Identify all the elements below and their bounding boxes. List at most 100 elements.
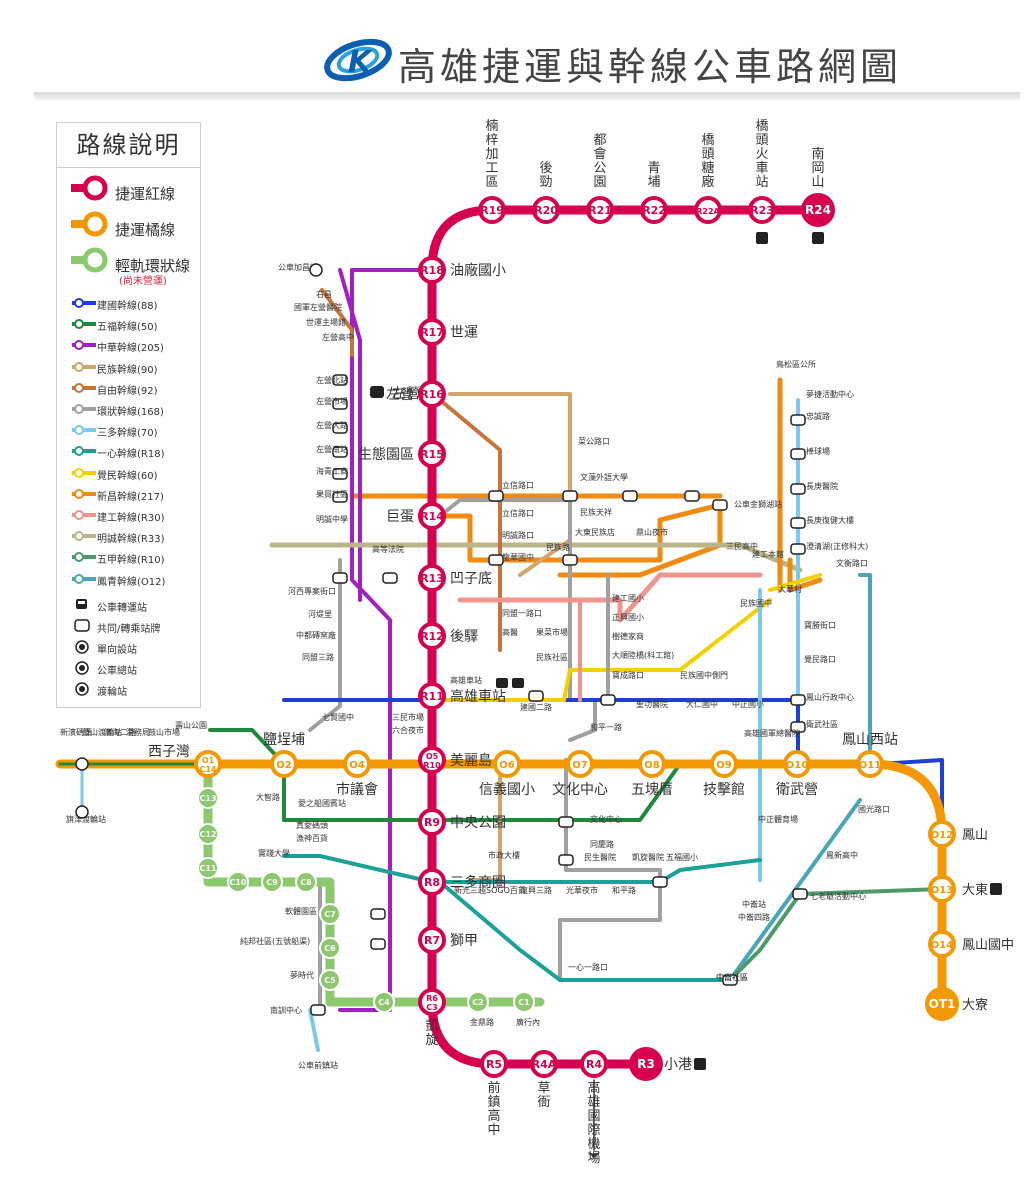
legend-bus-swatch — [72, 531, 96, 542]
vertical-label-char: 糖 — [701, 160, 714, 176]
orange-station-code: OT1 — [929, 997, 956, 1011]
lrt-station-code: C8 — [300, 878, 312, 887]
street-label: 建國二路 — [520, 702, 552, 712]
red-station-name: 巨蛋 — [386, 509, 414, 525]
shared-stop-icon — [332, 398, 348, 410]
bus-route-70-depot — [308, 1008, 320, 1052]
place-label: 大東民族店 — [575, 527, 615, 537]
place-label: 市政大樓 — [488, 850, 520, 860]
place-label: 鼓山渡輪站 — [82, 727, 122, 737]
shared-stop-icon — [790, 483, 806, 495]
place-label: 中正國小 — [732, 699, 764, 709]
lrt-station-code: C6 — [324, 944, 336, 953]
legend-bus-swatch — [72, 425, 96, 436]
red-station-17 — [418, 868, 446, 896]
orange-station-name: 文化中心 — [552, 782, 608, 798]
orange-station-code: O2 — [276, 760, 292, 771]
place-label: 凱旋醫院 — [632, 852, 664, 862]
lrt-station-code: C1 — [518, 998, 530, 1007]
vertical-label-char: 鎮 — [487, 1094, 500, 1110]
red-station-code: R22 — [642, 204, 666, 217]
orange-station-8 — [856, 750, 884, 778]
header-divider — [34, 92, 1020, 100]
vertical-label-char: 草 — [537, 1081, 550, 1096]
legend-bus-swatch — [72, 382, 96, 393]
place-label: 壽山公園 — [175, 720, 207, 730]
shared-stop-icon — [652, 876, 668, 888]
lrt-station-code: C2 — [472, 998, 483, 1007]
orange-station-code: O14 — [931, 940, 953, 951]
legend-panel: 路線說明 捷運紅線捷運橘線輕軌環狀線(尚未營運)建國幹線(88)五福幹線(50)… — [56, 122, 201, 708]
place-label: 左營市場 — [316, 396, 348, 406]
place-label: 長庚醫院 — [806, 481, 838, 491]
red-station-9 — [418, 380, 446, 408]
shared-stop-icon — [792, 888, 808, 900]
place-label: 民族國中 — [740, 598, 772, 608]
lrt-station-5 — [295, 871, 317, 893]
shared-stop-icon — [684, 490, 700, 502]
legend-major-label: 輕軌環狀線 — [115, 257, 191, 275]
hsr-station-label: 左營 — [392, 386, 420, 402]
red-station-name: 三多商圈 — [450, 874, 506, 891]
shared-stop-icon — [382, 572, 398, 584]
red-station-code: R14 — [420, 510, 444, 523]
vertical-label-char: 會 — [593, 147, 606, 162]
place-label: 和平一路 — [590, 722, 622, 732]
lrt-station-8 — [319, 969, 341, 991]
place-label: 大智路 — [256, 792, 280, 802]
place-label: 建工國小 — [612, 593, 644, 603]
place-label: 中崙站 — [742, 899, 766, 909]
place-label: 文化中心 — [590, 814, 622, 824]
lrt-station-2 — [197, 857, 219, 879]
place-label: 同盟三路 — [302, 652, 334, 662]
orange-station-7 — [783, 750, 811, 778]
orange-station-name: 西子灣 — [148, 744, 190, 760]
legend-symbol-label: 公車轉運站 — [97, 603, 147, 614]
place-label: 漁神百貨 — [296, 833, 328, 843]
vertical-label-char: 工 — [485, 161, 498, 176]
legend-major-label: 捷運橘線 — [115, 221, 176, 239]
street-label: 高醫 — [502, 627, 518, 637]
orange-station-10 — [928, 875, 956, 903]
one-way-stop-icon — [75, 640, 89, 654]
red-station-12 — [418, 564, 446, 592]
vertical-label-char: 後 — [539, 161, 552, 176]
orange-station-name: 大寮 — [962, 997, 988, 1013]
legend-symbol-label: 渡輪站 — [97, 687, 127, 698]
red-station-name: 後勁 — [539, 161, 552, 190]
shared-stop-icon — [558, 816, 574, 828]
street-label: 立信路口 — [502, 508, 534, 518]
lrt-station-code: C9 — [266, 878, 278, 887]
lrt-station-11 — [513, 991, 535, 1013]
place-label: 忠誠路 — [806, 411, 830, 421]
page-title: 高雄捷運與幹線公車路網圖 — [398, 45, 903, 89]
place-label: 覺民路口 — [804, 654, 836, 664]
red-station-code: R24 — [805, 203, 831, 217]
place-label: 菜公路口 — [578, 436, 610, 446]
red-station-code: R8 — [424, 876, 440, 889]
red-station-code: R4A — [532, 1058, 557, 1071]
orange-station-0 — [194, 750, 222, 778]
hsr-train-icon — [370, 386, 384, 398]
vertical-label-char: 中 — [487, 1123, 500, 1138]
place-label: 中崙社區 — [716, 972, 748, 982]
ferry-icon — [75, 757, 89, 771]
place-label: 海青工商 — [316, 466, 348, 476]
place-label: 夢時代 — [290, 970, 314, 980]
place-label: 新濱碼頭 — [60, 727, 92, 737]
shared-stop-icon — [712, 499, 728, 511]
shared-stop-icon — [790, 721, 806, 733]
place-label: 金鼎路 — [470, 1017, 494, 1027]
legend-bus-swatch — [72, 552, 96, 563]
red-station-name: 中央公園 — [450, 815, 506, 831]
street-label: 立信路口 — [502, 480, 534, 490]
legend-bus-swatch — [72, 510, 96, 520]
vertical-label-char: 橋 — [755, 119, 768, 134]
shared-stop-icon — [332, 572, 348, 584]
vertical-label-char: 高 — [487, 1108, 500, 1124]
legend-symbol-label: 公車總站 — [97, 666, 137, 677]
